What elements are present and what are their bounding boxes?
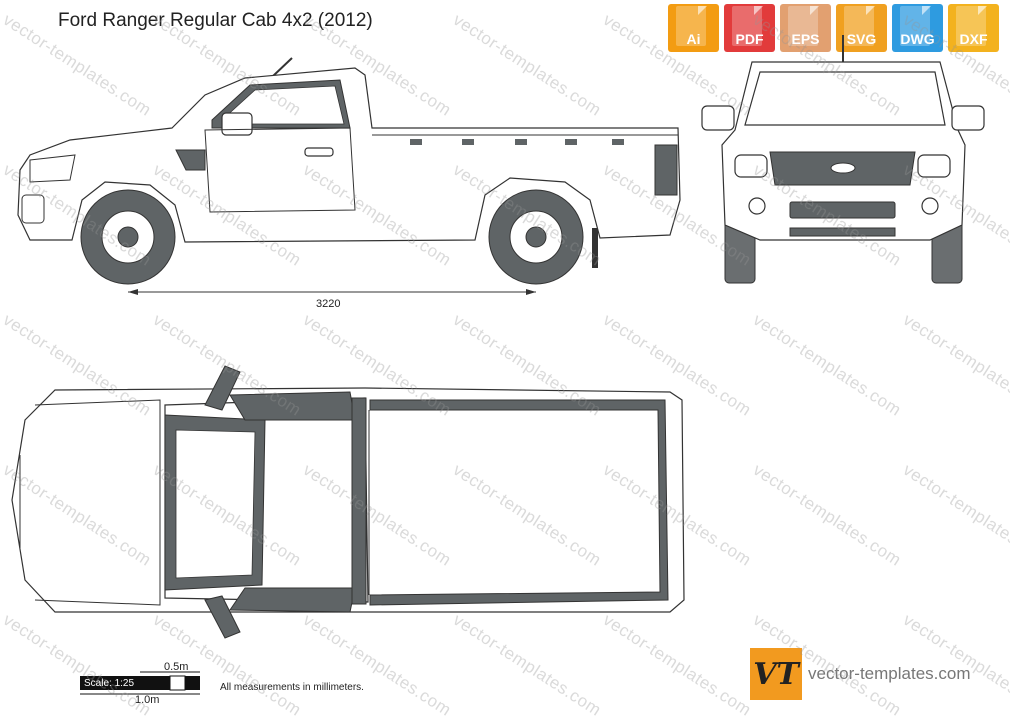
front-wheel [80, 189, 176, 285]
pdf-format-icon[interactable]: PDF [724, 4, 775, 52]
dwg-format-icon[interactable]: DWG [892, 4, 943, 52]
side-body [17, 67, 681, 243]
brand-url[interactable]: vector-templates.com [808, 664, 971, 683]
fender-vent [175, 149, 206, 171]
format-icons: Ai PDF EPS SVG DWG DXF [668, 4, 999, 52]
top-view [11, 365, 685, 639]
scale-bar [80, 671, 200, 695]
measurement-note: All measurements in millimeters. [220, 682, 364, 693]
door-handle [304, 147, 334, 157]
windshield [744, 71, 946, 126]
brand-logo: VT [750, 648, 802, 700]
side-view [17, 57, 681, 295]
page-title: Ford Ranger Regular Cab 4x2 (2012) [58, 10, 373, 31]
eps-format-icon[interactable]: EPS [780, 4, 831, 52]
dxf-format-icon[interactable]: DXF [948, 4, 999, 52]
tail-light [654, 144, 678, 196]
scale-label: Scale: 1:25 [84, 678, 135, 689]
rear-wheel [488, 189, 584, 285]
door-outline [204, 127, 356, 213]
front-view [701, 35, 985, 284]
ai-format-icon[interactable]: Ai [668, 4, 719, 52]
scale-half-meter: 0.5m [164, 661, 189, 673]
antenna [271, 57, 293, 78]
side-mirror [221, 112, 253, 136]
svg-format-icon[interactable]: SVG [836, 4, 887, 52]
wheelbase-label: 3220 [316, 298, 341, 310]
scale-one-meter: 1.0m [135, 694, 160, 706]
